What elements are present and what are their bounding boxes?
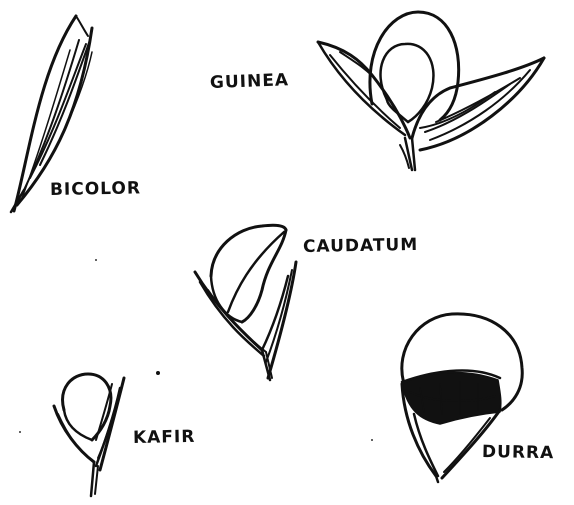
bicolor-label: BICOLOR bbox=[50, 178, 141, 200]
caudatum-label: CAUDATUM bbox=[303, 235, 419, 257]
caudatum-grain-sketch bbox=[195, 225, 296, 380]
guinea-grain-sketch bbox=[318, 12, 544, 170]
guinea-label: GUINEA bbox=[210, 70, 290, 93]
durra-label: DURRA bbox=[482, 442, 555, 463]
kafir-grain-sketch bbox=[54, 374, 124, 496]
kafir-label: KAFIR bbox=[133, 427, 196, 448]
paper-specks bbox=[19, 259, 373, 441]
